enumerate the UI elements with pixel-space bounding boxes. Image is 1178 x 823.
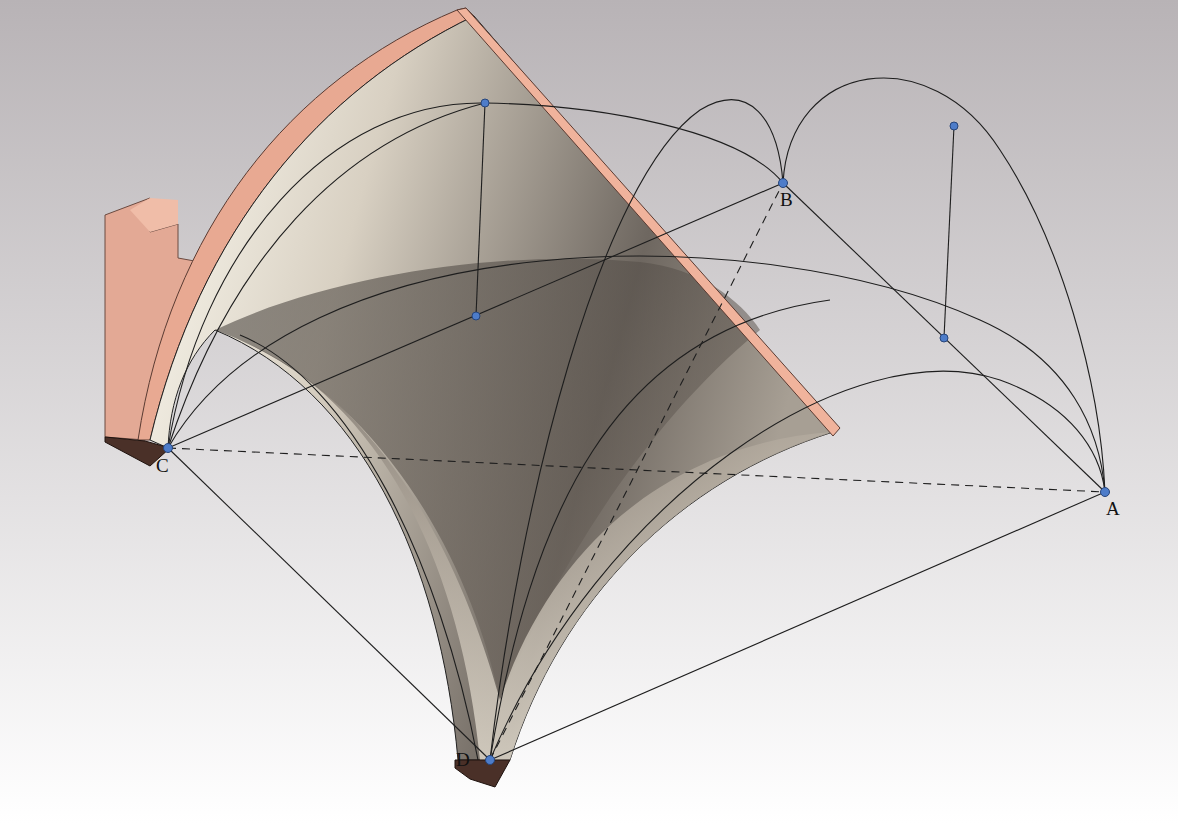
point-label: C — [156, 456, 169, 475]
wall-top — [457, 8, 840, 436]
points — [164, 99, 1110, 765]
pier-top — [130, 198, 178, 232]
point-label: D — [456, 750, 470, 769]
vault-lower — [240, 340, 833, 760]
construction-lines — [168, 78, 1105, 760]
ribs — [168, 103, 830, 760]
point-label: A — [1106, 499, 1120, 518]
vault-surface — [150, 16, 833, 760]
point-label: B — [780, 190, 793, 209]
